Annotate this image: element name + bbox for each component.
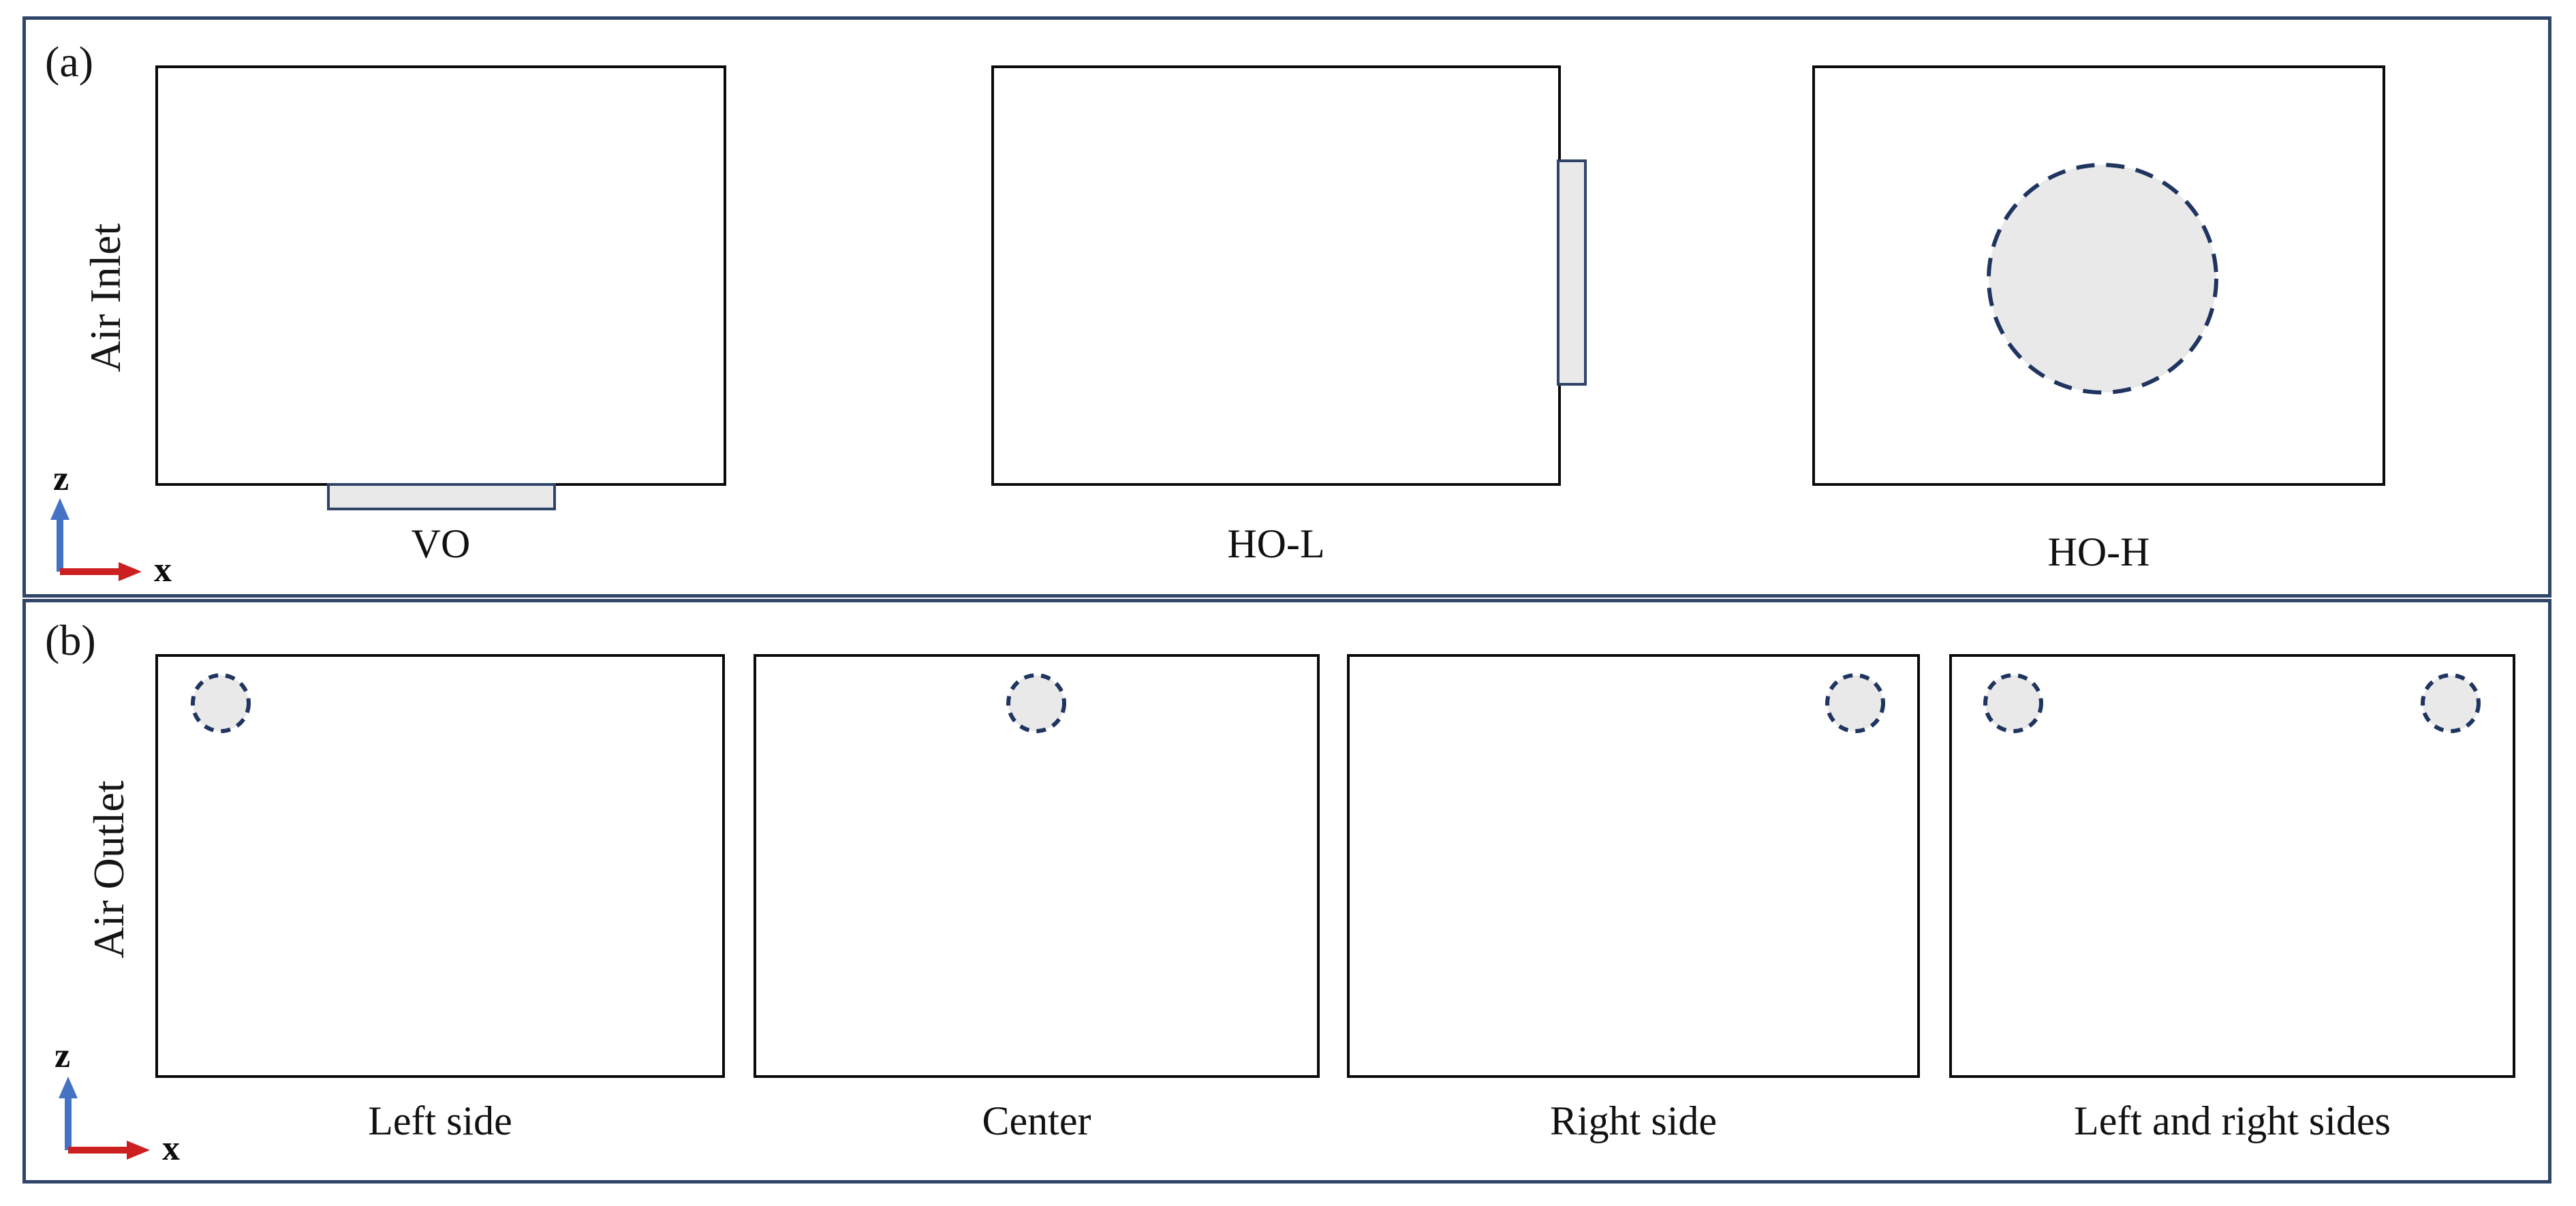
case-box-ho-l [991, 65, 1561, 486]
outlet-circle-both-left [1983, 673, 2043, 733]
case-box-vo [155, 65, 726, 486]
axis-arrows-icon [50, 498, 142, 581]
inlet-circle-ho-h [1987, 163, 2218, 395]
panel-b-tag: (b) [45, 616, 96, 664]
row-label-air-outlet: Air Outlet [84, 780, 133, 959]
outlet-circle-right [1825, 673, 1885, 733]
case-box-outlet-right [1347, 654, 1920, 1078]
x-axis-label: x [154, 551, 172, 589]
case-label-outlet-both: Left and right sides [2074, 1098, 2391, 1143]
case-label-ho-h: HO-H [2047, 529, 2150, 574]
axis-arrows-icon [59, 1077, 150, 1160]
case-box-outlet-both [1949, 654, 2515, 1078]
inlet-slot-vo [327, 483, 556, 510]
panel-a-tag: (a) [45, 37, 94, 86]
case-label-ho-l: HO-L [1227, 521, 1325, 566]
case-box-outlet-left [155, 654, 725, 1078]
panel-air-inlet: (a) Air Inlet VO HO-L HO-H z x [22, 16, 2551, 598]
case-label-vo: VO [411, 521, 471, 566]
z-axis-label: z [53, 459, 69, 498]
outlet-circle-both-right [2421, 673, 2481, 733]
outlet-circle-center [1006, 673, 1066, 733]
case-label-outlet-left: Left side [368, 1098, 512, 1143]
outlet-circle-left [191, 673, 251, 733]
panel-air-outlet: (b) Air Outlet Left side Center Right si… [22, 599, 2551, 1184]
case-label-outlet-right: Right side [1549, 1098, 1717, 1143]
x-axis-label: x [162, 1129, 180, 1168]
inlet-slot-ho-l [1557, 159, 1587, 386]
row-label-air-inlet: Air Inlet [81, 223, 129, 373]
z-axis-label: z [55, 1036, 71, 1075]
case-label-outlet-center: Center [982, 1098, 1091, 1143]
